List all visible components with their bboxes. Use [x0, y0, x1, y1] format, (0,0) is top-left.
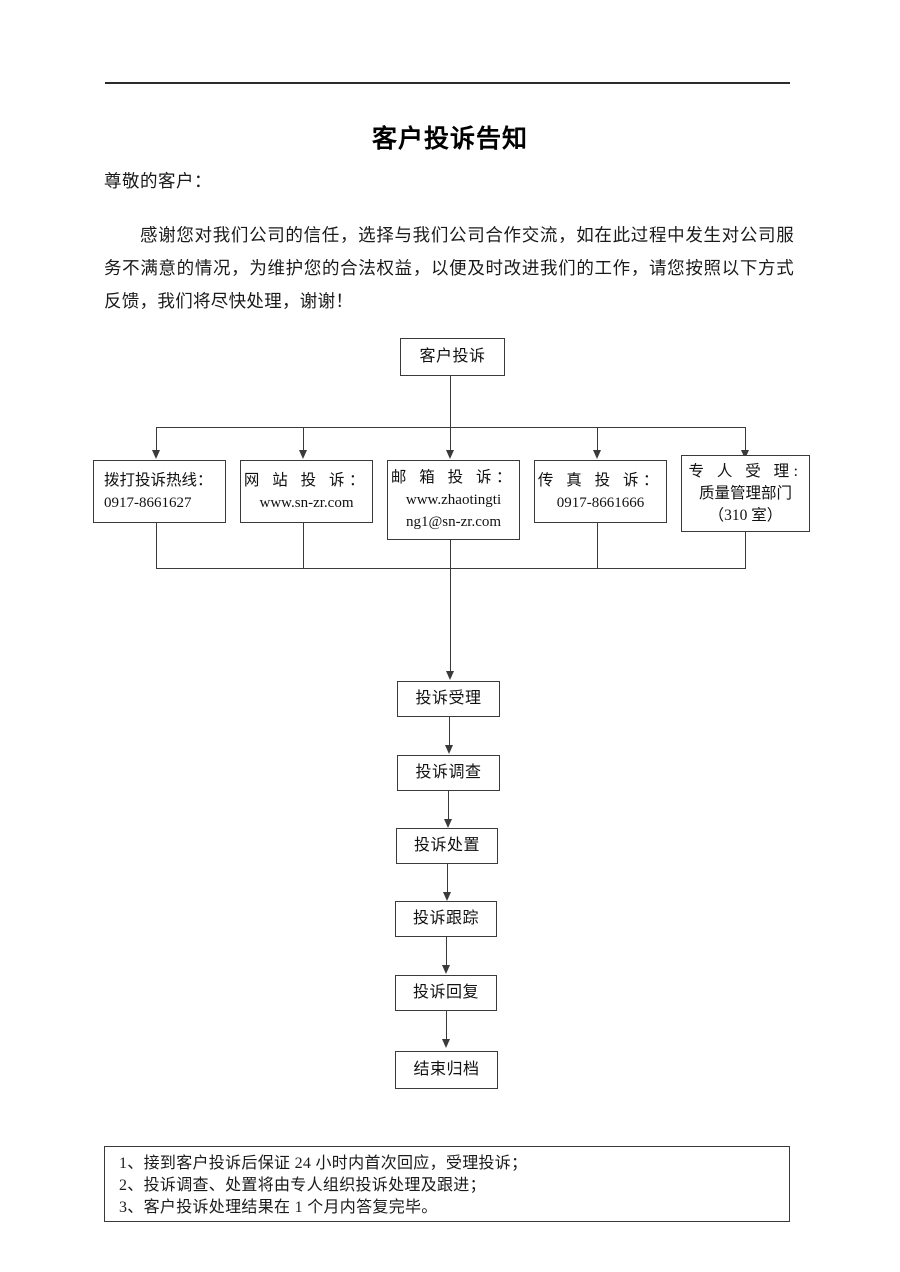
arrowhead-step-2: [445, 745, 453, 754]
connector-step-4-to-5: [446, 937, 447, 966]
channel-2-detail: www.sn-zr.com: [259, 494, 354, 511]
channel-4-detail: 0917-8661666: [556, 494, 645, 511]
flow-node-channel-fax: 传 真 投 诉： 0917-8661666: [534, 460, 667, 523]
connector-step-5-to-6: [446, 1011, 447, 1040]
page-title: 客户投诉告知: [371, 124, 528, 153]
connector-drop-2: [303, 427, 304, 451]
note-item: 3、客户投诉处理结果在 1 个月内答复完毕。: [119, 1199, 438, 1216]
connector-drop-1: [156, 427, 157, 451]
channel-4-heading: 传 真 投 诉：: [537, 471, 664, 489]
flow-node-step-1-label: 投诉受理: [415, 690, 482, 707]
connector-riser-2: [303, 523, 304, 569]
flow-node-channel-website: 网 站 投 诉： www.sn-zr.com: [240, 460, 373, 523]
arrowhead-step-1: [446, 671, 454, 680]
connector-drop-4: [597, 427, 598, 451]
connector-step-2-to-3: [448, 791, 449, 820]
flow-node-step-6: 结束归档: [395, 1051, 498, 1089]
connector-bus-to-step-1: [450, 568, 451, 672]
notes-box: 1、接到客户投诉后保证 24 小时内首次回应，受理投诉； 2、投诉调查、处置将由…: [104, 1146, 790, 1222]
connector-step-3-to-4: [447, 864, 448, 893]
flow-node-channel-staff: 专 人 受 理: 质量管理部门 （310 室）: [681, 455, 810, 532]
channel-3-heading: 邮 箱 投 诉：: [390, 469, 517, 486]
channel-5-detail: 质量管理部门: [698, 484, 792, 502]
arrowhead-step-5: [442, 965, 450, 974]
flow-node-step-2: 投诉调查: [397, 755, 500, 791]
arrowhead-drop-3: [446, 450, 454, 459]
connector-start-to-bus: [450, 376, 451, 427]
channel-3-detail: www.zhaotingti: [405, 492, 502, 508]
connector-drop-3: [450, 427, 451, 451]
channel-5-heading: 专 人 受 理:: [688, 462, 803, 480]
connector-riser-5: [745, 532, 746, 569]
channel-1-heading: 拨打投诉热线：: [104, 471, 213, 489]
flow-node-step-1: 投诉受理: [397, 681, 500, 717]
flow-node-step-5: 投诉回复: [395, 975, 497, 1011]
flow-node-step-4-label: 投诉跟踪: [412, 910, 479, 927]
channel-5-detail-cont: （310 室）: [708, 506, 783, 524]
note-item: 2、投诉调查、处置将由专人组织投诉处理及跟进；: [119, 1177, 486, 1194]
flow-node-step-6-label: 结束归档: [413, 1061, 480, 1078]
flow-node-channel-hotline: 拨打投诉热线： 0917-8661627: [93, 460, 226, 523]
arrowhead-step-4: [443, 892, 451, 901]
intro-paragraph: 感谢您对我们公司的信任，选择与我们公司合作交流，如在此过程中发生对公司服务不满意…: [104, 225, 794, 311]
connector-riser-4: [597, 523, 598, 569]
channel-1-detail: 0917-8661627: [104, 494, 192, 511]
flow-node-step-5-label: 投诉回复: [412, 984, 479, 1001]
channel-2-heading: 网 站 投 诉：: [243, 471, 370, 489]
arrowhead-step-6: [442, 1039, 450, 1048]
flow-node-step-4: 投诉跟踪: [395, 901, 497, 937]
arrowhead-drop-1: [152, 450, 160, 459]
flow-node-channel-email: 邮 箱 投 诉： www.zhaotingti ng1@sn-zr.com: [387, 460, 520, 540]
arrowhead-drop-2: [299, 450, 307, 459]
header-rule: [105, 82, 790, 84]
salutation-text: 尊敬的客户：: [104, 171, 212, 191]
channel-3-detail-cont: ng1@sn-zr.com: [405, 514, 502, 530]
arrowhead-step-3: [444, 819, 452, 828]
connector-riser-1: [156, 523, 157, 569]
flow-node-step-3-label: 投诉处置: [413, 837, 480, 854]
flow-node-start-label: 客户投诉: [419, 348, 486, 365]
arrowhead-drop-4: [593, 450, 601, 459]
connector-step-1-to-2: [449, 717, 450, 746]
flow-node-step-2-label: 投诉调查: [415, 764, 482, 781]
note-item: 1、接到客户投诉后保证 24 小时内首次回应，受理投诉；: [119, 1155, 528, 1172]
flow-node-step-3: 投诉处置: [396, 828, 498, 864]
connector-riser-3: [450, 540, 451, 569]
arrowhead-drop-5: [741, 450, 749, 459]
connector-drop-5: [745, 427, 746, 451]
flow-node-start: 客户投诉: [400, 338, 505, 376]
